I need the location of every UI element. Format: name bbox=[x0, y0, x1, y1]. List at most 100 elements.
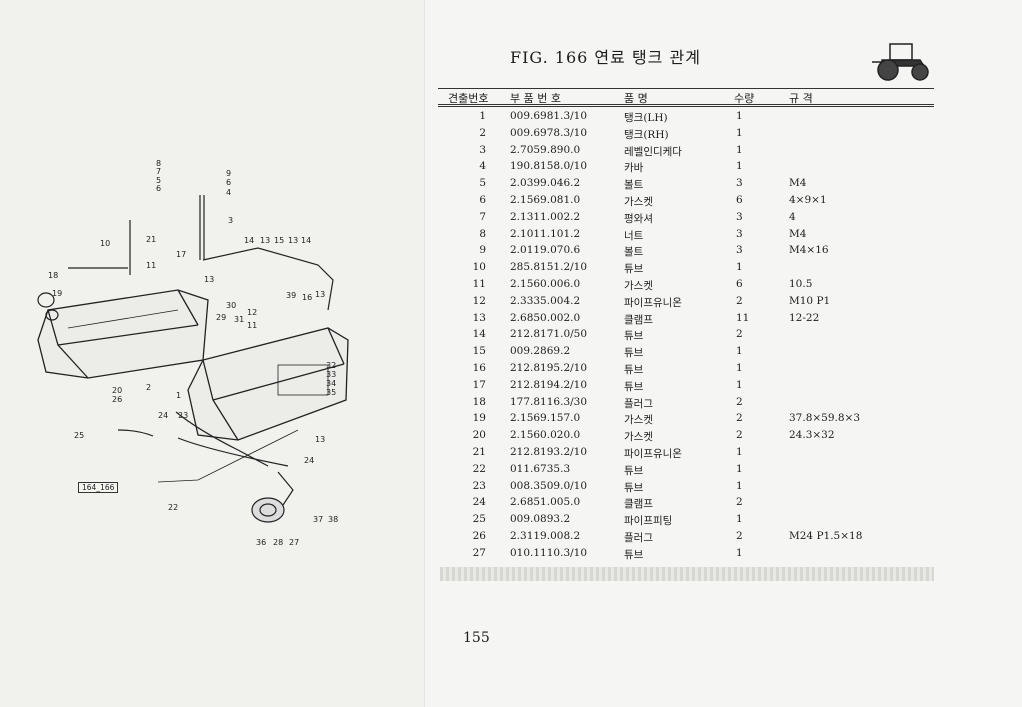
part-name-cell: 파이프유니온 bbox=[624, 296, 682, 309]
quantity-cell: 1 bbox=[736, 361, 743, 374]
svg-text:29: 29 bbox=[216, 313, 226, 322]
ref-number-cell: 21 bbox=[472, 445, 486, 458]
ref-number-cell: 19 bbox=[472, 412, 486, 425]
quantity-cell: 1 bbox=[736, 126, 743, 139]
ref-number-cell: 7 bbox=[479, 210, 486, 223]
part-name-cell: 튜브 bbox=[624, 548, 644, 561]
svg-text:13: 13 bbox=[315, 290, 325, 299]
svg-text:17: 17 bbox=[176, 250, 186, 259]
part-name-cell: 탱크(RH) bbox=[624, 128, 669, 141]
svg-text:32: 32 bbox=[326, 361, 336, 370]
part-name-cell: 튜브 bbox=[624, 347, 644, 360]
svg-text:33: 33 bbox=[326, 370, 336, 379]
quantity-cell: 2 bbox=[736, 294, 743, 307]
svg-text:38: 38 bbox=[328, 515, 338, 524]
specification-cell: 24.3×32 bbox=[789, 429, 835, 442]
part-name-cell: 튜브 bbox=[624, 481, 644, 494]
svg-text:13: 13 bbox=[315, 435, 325, 444]
quantity-cell: 3 bbox=[736, 210, 743, 223]
ref-number-cell: 16 bbox=[472, 361, 486, 374]
svg-text:30: 30 bbox=[226, 301, 236, 310]
part-number-cell: 2.6850.002.0 bbox=[510, 311, 581, 324]
svg-text:31: 31 bbox=[234, 315, 244, 324]
svg-text:16: 16 bbox=[302, 293, 312, 302]
part-name-cell: 튜브 bbox=[624, 363, 644, 376]
part-name-cell: 플러그 bbox=[624, 531, 653, 544]
ref-number-cell: 27 bbox=[472, 546, 486, 559]
specification-cell: 4×9×1 bbox=[789, 193, 827, 206]
svg-text:35: 35 bbox=[326, 388, 336, 397]
part-name-cell: 튜브 bbox=[624, 330, 644, 343]
svg-text:12: 12 bbox=[247, 308, 257, 317]
table-top-rule bbox=[438, 88, 934, 89]
quantity-cell: 1 bbox=[736, 546, 743, 559]
svg-text:3: 3 bbox=[228, 216, 233, 225]
table-row: 7 2.1311.002.2 평와셔 3 4 bbox=[438, 210, 934, 227]
page-number: 155 bbox=[463, 630, 490, 646]
part-name-cell: 평와셔 bbox=[624, 212, 653, 225]
svg-text:24: 24 bbox=[304, 456, 314, 465]
svg-text:4: 4 bbox=[226, 188, 231, 197]
svg-text:6: 6 bbox=[156, 184, 161, 193]
svg-text:6: 6 bbox=[226, 178, 231, 187]
quantity-cell: 3 bbox=[736, 244, 743, 257]
quantity-cell: 2 bbox=[736, 529, 743, 542]
quantity-cell: 2 bbox=[736, 328, 743, 341]
table-row: 16 212.8195.2/10 튜브 1 bbox=[438, 361, 934, 378]
part-number-cell: 2.0399.046.2 bbox=[510, 177, 581, 190]
specification-cell: 37.8×59.8×3 bbox=[789, 412, 861, 425]
specification-cell: 4 bbox=[789, 210, 796, 223]
part-number-cell: 212.8193.2/10 bbox=[510, 445, 588, 458]
svg-text:10: 10 bbox=[100, 239, 110, 248]
part-number-cell: 212.8195.2/10 bbox=[510, 361, 588, 374]
part-number-cell: 2.1311.002.2 bbox=[510, 210, 581, 223]
svg-text:28: 28 bbox=[273, 538, 283, 547]
svg-text:13: 13 bbox=[288, 236, 298, 245]
ref-number-cell: 14 bbox=[472, 328, 486, 341]
quantity-cell: 1 bbox=[736, 160, 743, 173]
part-name-cell: 파이프유니온 bbox=[624, 447, 682, 460]
quantity-cell: 1 bbox=[736, 445, 743, 458]
svg-text:22: 22 bbox=[168, 503, 178, 512]
part-name-cell: 파이프피팅 bbox=[624, 515, 673, 528]
part-name-cell: 클램프 bbox=[624, 498, 653, 511]
ref-number-cell: 23 bbox=[472, 479, 486, 492]
part-number-cell: 011.6735.3 bbox=[510, 462, 571, 475]
ref-number-cell: 22 bbox=[472, 462, 486, 475]
ref-number-cell: 5 bbox=[479, 177, 486, 190]
svg-text:11: 11 bbox=[247, 321, 257, 330]
part-number-cell: 010.1110.3/10 bbox=[510, 546, 588, 559]
tube-lines bbox=[37, 195, 334, 523]
right-page bbox=[425, 0, 1022, 707]
quantity-cell: 1 bbox=[736, 479, 743, 492]
table-header-rule bbox=[438, 104, 934, 105]
figure-title: FIG. 166 연료 탱크 관계 bbox=[510, 48, 701, 67]
ref-number-cell: 18 bbox=[472, 395, 486, 408]
ref-number-cell: 4 bbox=[479, 160, 486, 173]
part-name-cell: 너트 bbox=[624, 229, 644, 242]
part-name-cell: 레벨인디케다 bbox=[624, 145, 682, 158]
part-name-cell: 볼트 bbox=[624, 179, 644, 192]
svg-text:39: 39 bbox=[286, 291, 296, 300]
svg-text:5: 5 bbox=[156, 176, 161, 185]
table-row: 21 212.8193.2/10 파이프유니온 1 bbox=[438, 445, 934, 462]
svg-text:8: 8 bbox=[156, 159, 161, 168]
left-tank-drawing bbox=[37, 289, 209, 379]
part-number-cell: 285.8151.2/10 bbox=[510, 261, 588, 274]
quantity-cell: 1 bbox=[736, 143, 743, 156]
part-number-cell: 2.0119.070.6 bbox=[510, 244, 581, 257]
svg-text:11: 11 bbox=[146, 261, 156, 270]
